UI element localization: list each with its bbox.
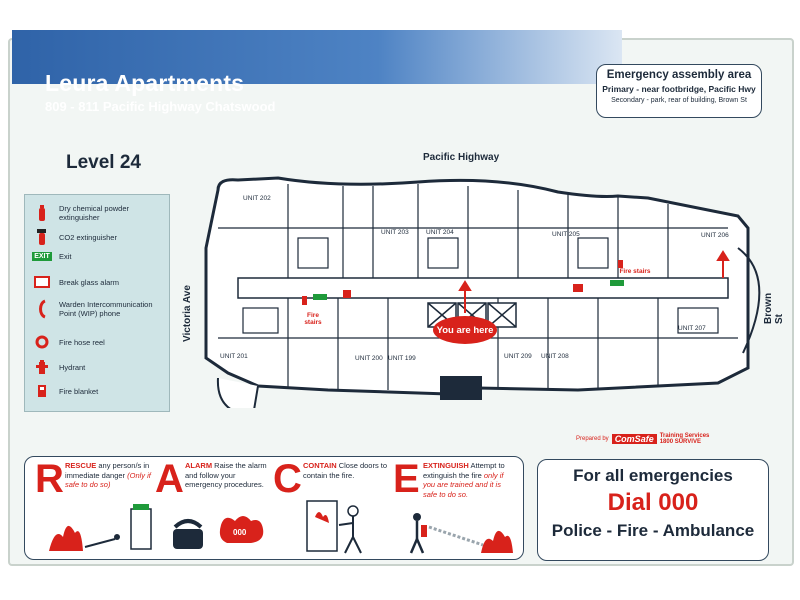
legend-label: CO2 extinguisher xyxy=(59,232,117,242)
unit-label: UNIT 200 xyxy=(355,355,383,362)
emergency-contact-box: For all emergencies Dial 000 Police - Fi… xyxy=(537,459,769,561)
race-note: only if you are trained and it is safe t… xyxy=(423,470,504,499)
unit-label: UNIT 203 xyxy=(381,229,409,236)
race-description: Attempt to extinguish the fire xyxy=(423,461,505,480)
unit-label: UNIT 208 xyxy=(541,353,569,360)
race-step-contain: C CONTAIN Close doors to contain the fir… xyxy=(273,457,393,561)
credit-brand: ComSafe xyxy=(611,434,657,444)
legend-item: Fire hose reel xyxy=(31,335,167,349)
assembly-secondary: Secondary - park, rear of building, Brow… xyxy=(611,97,747,104)
wip-phone-icon xyxy=(31,299,53,319)
title-banner xyxy=(12,30,622,84)
level-label: Level 24 xyxy=(66,152,141,173)
race-description: Close doors to contain the fire. xyxy=(303,461,388,480)
building-address: 809 - 811 Pacific Highway Chatswood xyxy=(45,99,276,114)
street-brown-st: Brown St xyxy=(763,292,785,324)
rescue-illustration-icon xyxy=(49,504,152,551)
race-keyword: ALARM xyxy=(185,461,213,470)
fire-hose-reel-icon xyxy=(31,335,53,349)
street-pacific-highway: Pacific Highway xyxy=(423,152,500,163)
unit-label: UNIT 201 xyxy=(220,353,248,360)
legend-item: Warden Intercommunication Point (WIP) ph… xyxy=(31,299,167,319)
street-victoria-ave: Victoria Ave xyxy=(182,285,193,342)
race-procedure-panel: R RESCUE any person/s in immediate dange… xyxy=(24,456,524,560)
legend-label: Hydrant xyxy=(59,362,86,372)
phone-alarm-icon: 000 xyxy=(173,516,264,549)
race-step-extinguish: E EXTINGUISH Attempt to extinguish the f… xyxy=(393,457,521,561)
building-title: Leura Apartments xyxy=(45,70,245,96)
floor-plan xyxy=(204,176,761,408)
race-text: RESCUE any person/s in immediate danger … xyxy=(65,461,153,490)
fire-stairs-label: Fire stairs xyxy=(619,268,651,275)
assembly-heading: Emergency assembly area xyxy=(606,69,752,81)
race-step-rescue: R RESCUE any person/s in immediate dange… xyxy=(35,457,155,561)
unit-label: UNIT 206 xyxy=(701,232,729,239)
race-keyword: EXTINGUISH xyxy=(423,461,469,470)
legend-item: EXIT Exit xyxy=(31,252,167,261)
hydrant-icon xyxy=(31,359,53,375)
race-letter: C xyxy=(273,457,302,501)
race-keyword: RESCUE xyxy=(65,461,97,470)
credit-prepared: Prepared by xyxy=(576,436,609,442)
legend-item: Dry chemical powder extinguisher xyxy=(31,204,167,222)
exit-badge: EXIT xyxy=(32,252,52,261)
legend-label: Fire hose reel xyxy=(59,337,105,347)
legend-label: Break glass alarm xyxy=(59,277,120,287)
legend-label: Warden Intercommunication Point (WIP) ph… xyxy=(59,300,153,318)
race-description: any person/s in immediate danger xyxy=(65,461,150,480)
unit-label: UNIT 207 xyxy=(678,325,706,332)
legend-item: Hydrant xyxy=(31,359,167,375)
fire-extinguisher-icon xyxy=(31,204,53,222)
emergency-services: Police - Fire - Ambulance xyxy=(551,521,755,540)
extinguish-fire-icon xyxy=(409,513,513,554)
phone-number-text: 000 xyxy=(233,528,247,537)
race-description: Raise the alarm and follow your emergenc… xyxy=(185,461,267,489)
unit-label: UNIT 205 xyxy=(552,231,580,238)
race-letter: E xyxy=(393,457,420,501)
you-are-here-marker: You are here xyxy=(433,316,497,344)
legend-label: Exit xyxy=(59,252,72,261)
legend-label: Fire blanket xyxy=(59,386,99,396)
preparer-credit: Prepared by ComSafe Training Services 18… xyxy=(576,433,709,445)
race-text: EXTINGUISH Attempt to extinguish the fir… xyxy=(423,461,515,499)
credit-service-name: Training Services xyxy=(659,433,710,439)
race-letter: A xyxy=(155,457,184,501)
legend-item: Fire blanket xyxy=(31,383,167,399)
assembly-primary: Primary - near footbridge, Pacific Hwy xyxy=(602,84,756,94)
legend-item: Break glass alarm xyxy=(31,276,167,288)
race-note: (Only if safe to do so) xyxy=(65,470,151,490)
legend-panel: Dry chemical powder extinguisher CO2 ext… xyxy=(24,194,170,412)
race-letter: R xyxy=(35,457,64,501)
fire-stairs-label: Fire stairs xyxy=(304,312,322,326)
emergency-heading: For all emergencies xyxy=(573,466,733,485)
legend-item: CO2 extinguisher xyxy=(31,228,167,246)
break-glass-alarm-icon xyxy=(31,276,53,288)
fire-blanket-icon xyxy=(31,383,53,399)
unit-label: UNIT 199 xyxy=(388,355,416,362)
legend-label: Dry chemical powder extinguisher xyxy=(59,204,130,222)
race-text: CONTAIN Close doors to contain the fire. xyxy=(303,461,389,480)
credit-service: Training Services 1800 SURVIVE xyxy=(660,433,710,445)
unit-label: UNIT 204 xyxy=(426,229,454,236)
close-door-icon xyxy=(306,500,362,554)
race-keyword: CONTAIN xyxy=(303,461,337,470)
race-text: ALARM Raise the alarm and follow your em… xyxy=(185,461,271,490)
co2-extinguisher-icon xyxy=(31,228,53,246)
race-step-alarm: A ALARM Raise the alarm and follow your … xyxy=(155,457,273,561)
unit-label: UNIT 202 xyxy=(243,195,271,202)
unit-label: UNIT 209 xyxy=(504,353,532,360)
assembly-area-box: Emergency assembly area Primary - near f… xyxy=(596,64,762,118)
exit-sign-icon: EXIT xyxy=(31,252,53,261)
emergency-number: Dial 000 xyxy=(607,489,699,516)
credit-phone: 1800 SURVIVE xyxy=(659,439,701,445)
